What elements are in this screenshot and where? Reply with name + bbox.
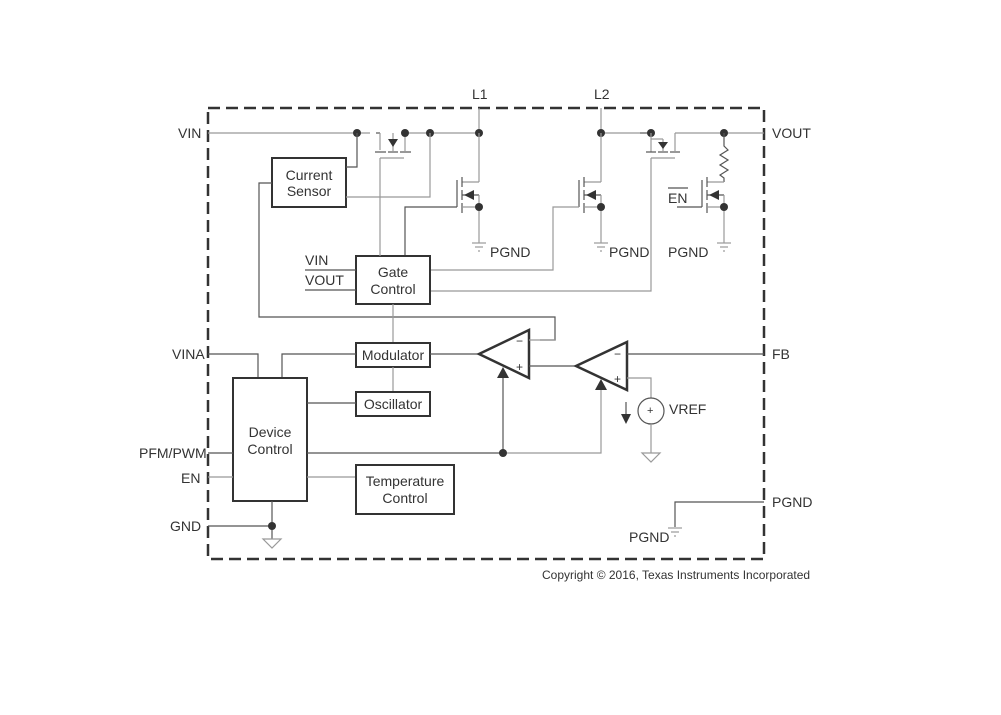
pin-l1-label: L1: [472, 86, 488, 102]
device-control-label-1: Device: [249, 424, 292, 440]
amp1-plus: +: [516, 360, 523, 374]
current-arrow-icon: [621, 414, 631, 424]
temperature-control-block: [355, 464, 455, 515]
modulator-block: [355, 342, 431, 368]
vref-minus: -: [648, 418, 652, 430]
pin-pfm-pwm-label: PFM/PWM: [139, 445, 207, 461]
temperature-control-label-1: Temperature: [366, 473, 445, 489]
pin-pgnd-label: PGND: [772, 494, 812, 510]
pgnd-l1-label: PGND: [490, 244, 530, 260]
pin-fb-label: FB: [772, 346, 790, 362]
junction-dot: [499, 449, 507, 457]
pin-en-label: EN: [181, 470, 200, 486]
current-sensor-label-1: Current: [286, 167, 333, 183]
vref-label: VREF: [669, 401, 706, 417]
error-amplifier: [573, 340, 629, 392]
pwm-comparator: [476, 328, 531, 380]
pin-vout-label: VOUT: [772, 125, 811, 141]
pgnd-ground-symbol: [594, 242, 608, 252]
vref-wire: [627, 377, 652, 399]
pmos-switch-vout: [646, 133, 680, 159]
pin-vina-label: VINA: [172, 346, 205, 362]
discharge-resistor: [718, 133, 730, 182]
gate-control-label-2: Control: [370, 281, 415, 297]
amp2-enable-wire: [503, 390, 602, 454]
pgnd-wire: [674, 501, 764, 527]
current-sensor-label-2: Sensor: [287, 183, 332, 199]
pgnd-discharge-label: PGND: [668, 244, 708, 260]
amp2-enable-arrow: [595, 379, 607, 390]
pgnd-l2-label: PGND: [609, 244, 649, 260]
gate-l1-wire: [404, 206, 457, 257]
device-control-block: [232, 377, 308, 502]
pgnd-ground-symbol: [472, 242, 486, 252]
modulator-label: Modulator: [362, 347, 425, 363]
junction-dot: [720, 203, 728, 211]
pin-l2-label: L2: [594, 86, 610, 102]
oscillator-label: Oscillator: [364, 396, 423, 412]
nmos-discharge: [701, 177, 725, 243]
junction-dot: [268, 522, 276, 530]
current-sensor-block: [271, 157, 347, 208]
gate-l2-wire: [430, 206, 579, 271]
vina-wire: [208, 353, 259, 378]
pin-gnd-label: GND: [170, 518, 201, 534]
junction-dot: [597, 203, 605, 211]
amp1-enable-arrow: [497, 367, 509, 378]
ground-icon: [261, 538, 283, 549]
devctl-mod-wire: [281, 353, 356, 378]
temperature-control-label-2: Control: [382, 490, 427, 506]
amp2-plus: +: [614, 372, 621, 386]
pin-vin-label: VIN: [178, 125, 201, 141]
oscillator-block: [355, 391, 431, 417]
gate-vout-label: VOUT: [305, 272, 344, 288]
pgnd-internal-label: PGND: [629, 529, 669, 545]
amp1-minus: −: [516, 334, 523, 348]
amp2-minus: −: [614, 347, 621, 361]
pgnd-ground-symbol: [717, 242, 731, 252]
junction-dot: [401, 129, 409, 137]
gate-control-label-1: Gate: [378, 264, 409, 280]
cs-vin-wire: [346, 133, 358, 168]
device-control-label-2: Control: [247, 441, 292, 457]
pgnd-ground-symbol: [668, 527, 682, 537]
device-boundary: [206, 106, 766, 561]
cs-sense-wire: [346, 133, 431, 198]
en-bar-label: EN: [668, 190, 687, 206]
junction-dot: [475, 203, 483, 211]
ground-icon: [640, 452, 662, 463]
nmos-switch-l1: [456, 133, 480, 243]
gate-vin-label: VIN: [305, 252, 328, 268]
gate-control-block: [355, 255, 431, 305]
nmos-switch-l2: [578, 133, 602, 243]
copyright-text: Copyright © 2016, Texas Instruments Inco…: [542, 568, 810, 582]
vref-plus: +: [647, 405, 653, 417]
gate-vout-pmos-wire: [430, 158, 652, 292]
